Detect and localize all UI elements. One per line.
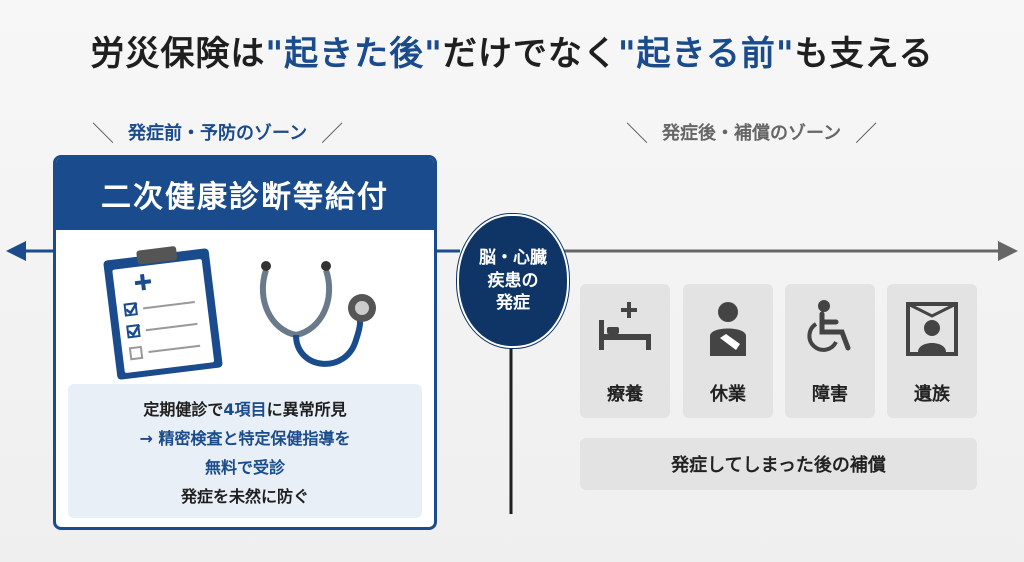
title-quote-after: "起きた後": [265, 34, 443, 74]
timeline-past-arrowhead: [6, 241, 26, 261]
health-checkup-benefit-card: 二次健康診断等給付: [53, 155, 437, 530]
wheelchair-icon: [807, 300, 851, 352]
compensation-label-survivors: 遺族: [914, 384, 950, 405]
timeline-future-arrowhead: [998, 241, 1018, 261]
benefit-line-1: 定期健診で4項目に異常所見: [143, 396, 346, 420]
compensation-label-leave: 休業: [710, 384, 746, 405]
injured-person-icon: [710, 302, 746, 356]
compensation-tile-leave: 休業: [683, 284, 773, 418]
benefit-card-title: 二次健康診断等給付: [56, 158, 434, 230]
title-part-3: も支える: [794, 34, 934, 74]
stethoscope-icon: [259, 261, 376, 367]
compensation-summary: 発症してしまった後の補償: [580, 438, 977, 490]
event-line-1: 脳・心臓: [479, 247, 547, 268]
compensation-tile-medical: 療養: [580, 284, 670, 418]
event-line-2: 疾患の: [487, 270, 539, 291]
benefit-line-4: 発症を未然に防ぐ: [180, 486, 309, 506]
compensation-label-disability: 障害: [812, 384, 848, 405]
benefit-line-3: 無料で受診: [204, 457, 285, 477]
memorial-portrait-icon: [906, 302, 958, 356]
bed-icon: [599, 302, 651, 350]
zone-right-deco: ＼: [626, 122, 649, 147]
benefit-line-1-highlight: 4項目: [223, 399, 267, 419]
compensation-tile-survivors: 遺族: [887, 284, 977, 418]
zone-left-deco: ＼: [92, 122, 115, 147]
prevention-zone-label: ＼ 発症前・予防のゾーン ／: [92, 116, 343, 148]
benefit-line-2: → 精密検査と特定保健指導を: [139, 428, 351, 448]
compensation-tile-disability: 障害: [785, 284, 875, 418]
compensation-zone-label: ＼ 発症後・補償のゾーン ／: [626, 116, 877, 148]
zone-right-deco-end: ／: [855, 122, 878, 147]
disease-onset-marker: 脳・心臓 疾患の 発症: [457, 214, 569, 348]
page-title: 労災保険は"起きた後"だけでなく"起きる前"も支える: [0, 26, 1024, 75]
compensation-zone-text: 発症後・補償のゾーン: [662, 123, 842, 144]
title-quote-before: "起きる前": [617, 34, 795, 74]
clipboard-stethoscope-illustration: [103, 246, 376, 380]
compensation-label-medical: 療養: [607, 384, 643, 405]
title-part-2: だけでなく: [442, 34, 618, 74]
benefit-line-1-prefix: 定期健診で: [143, 399, 224, 419]
clipboard-icon: [103, 246, 223, 380]
prevention-zone-text: 発症前・予防のゾーン: [128, 123, 308, 144]
benefit-line-1-suffix: に異常所見: [266, 399, 347, 419]
event-line-3: 発症: [496, 293, 530, 314]
benefit-details: 定期健診で4項目に異常所見 → 精密検査と特定保健指導を 無料で受診 発症を未然…: [68, 384, 422, 518]
zone-left-deco-end: ／: [321, 122, 344, 147]
title-part-1: 労災保険は: [90, 34, 266, 74]
